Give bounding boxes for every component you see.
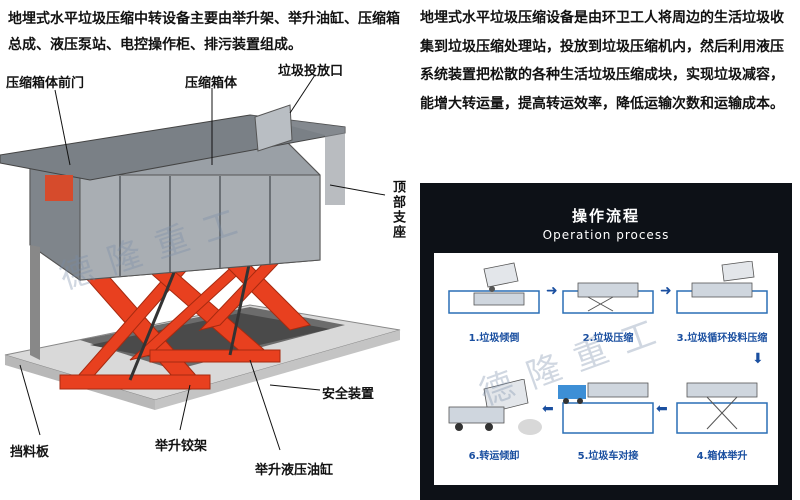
arrow-right-1: ➜ — [546, 283, 558, 299]
process-flow-card: 1.垃圾倾倒 ➜ 2.垃圾压缩 ➜ 3.垃圾循环投料压缩 ⬇ — [434, 253, 778, 485]
arrow-right-2: ➜ — [660, 283, 672, 299]
step-1-diagram — [448, 262, 540, 314]
step-3-diagram — [676, 261, 768, 314]
callout-hinge-frame: 举升铰架 — [155, 439, 208, 454]
arrow-down: ⬇ — [752, 351, 764, 367]
callout-front-door: 压缩箱体前门 — [6, 76, 85, 91]
process-step-2: 2.垃圾压缩 — [558, 261, 658, 344]
step-6-diagram — [448, 379, 542, 435]
step-5-label: 5.垃圾车对接 — [577, 451, 639, 462]
arrow-left-2: ⬅ — [542, 401, 554, 417]
step-2-label: 2.垃圾压缩 — [582, 333, 634, 344]
step-1-label: 1.垃圾倾倒 — [468, 333, 520, 344]
process-step-4: 4.箱体举升 — [672, 379, 772, 462]
step-6-label: 6.转运倾卸 — [468, 451, 520, 462]
callout-baffle: 挡料板 — [10, 445, 50, 460]
process-step-5: 5.垃圾车对接 — [558, 379, 658, 462]
arrow-left-1: ⬅ — [656, 401, 668, 417]
process-step-6: 6.转运倾卸 — [444, 379, 544, 462]
callout-box-body: 压缩箱体 — [185, 76, 238, 91]
step-5-diagram — [558, 382, 654, 434]
step-3-label: 3.垃圾循环投料压缩 — [676, 333, 768, 344]
step-4-label: 4.箱体举升 — [696, 451, 748, 462]
callout-cylinder: 举升液压油缸 — [255, 463, 334, 478]
callout-top-support: 顶部支座 — [390, 180, 405, 240]
callout-inlet: 垃圾投放口 — [278, 64, 344, 79]
headline-text: 地埋式水平垃圾压缩中转设备主要由举升架、举升油缸、压缩箱总成、液压泵站、电控操作… — [8, 11, 400, 53]
equipment-illustration: 压缩箱体前门 压缩箱体 垃圾投放口 顶部支座 安全装置 挡料板 举升铰架 举升液… — [0, 55, 415, 500]
process-step-3: 3.垃圾循环投料压缩 — [672, 261, 772, 344]
callout-safety: 安全装置 — [322, 387, 375, 402]
process-subtitle: Operation process — [542, 228, 670, 242]
description-text: 地埋式水平垃圾压缩设备是由环卫工人将周边的生活垃圾收集到垃圾压缩处理站，投放到垃… — [420, 10, 784, 112]
equipment-drawing — [0, 74, 401, 451]
step-2-diagram — [562, 282, 654, 314]
operation-process-panel: 操作流程 Operation process 1.垃圾倾倒 ➜ 2.垃圾压缩 ➜ — [420, 183, 792, 500]
process-step-1: 1.垃圾倾倒 — [444, 261, 544, 344]
process-title: 操作流程 — [571, 207, 640, 225]
step-4-diagram — [676, 382, 768, 434]
